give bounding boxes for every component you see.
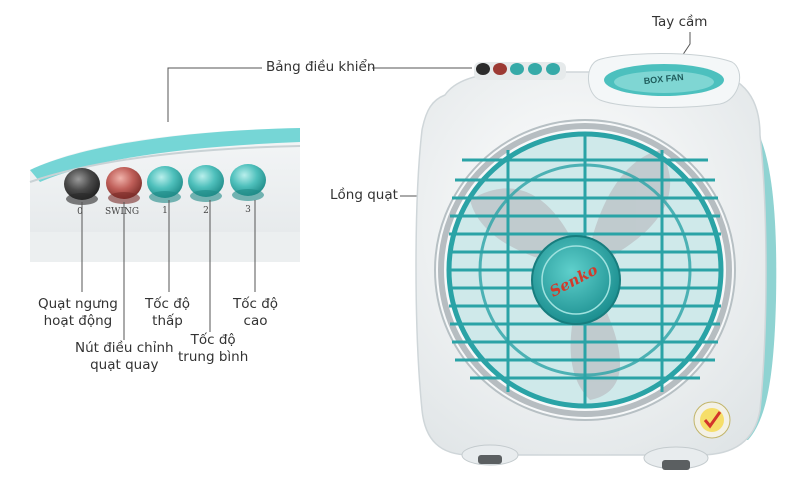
control-panel-closeup: 0 SWING 1 2 3 — [29, 128, 301, 262]
fan-cage-label: Lồng quạt — [330, 187, 398, 203]
speed-2-button — [188, 165, 224, 202]
quality-seal-icon — [693, 401, 731, 439]
mark-0: 0 — [77, 207, 83, 217]
speed-1-button — [147, 166, 183, 203]
box-fan: BOX FAN — [415, 53, 777, 470]
model-label: BOX FAN — [643, 72, 684, 86]
mark-1: 1 — [162, 206, 168, 216]
stop-button — [64, 168, 100, 205]
mark-swing: SWING — [105, 207, 139, 217]
leader-lines-left — [81, 32, 691, 340]
leader-control-panel-left — [167, 67, 262, 122]
fan-hub: Senko — [531, 235, 621, 325]
mark-3: 3 — [245, 205, 251, 215]
mark-2: 2 — [203, 206, 209, 216]
control-panel-label: Bảng điều khiển — [266, 59, 376, 75]
speed-3-button — [230, 164, 266, 201]
swing-button — [106, 167, 142, 204]
handle: BOX FAN — [588, 53, 741, 108]
fan-top-buttons — [474, 62, 566, 80]
fan-grille — [446, 131, 724, 409]
handle-label: Tay cầm — [652, 14, 708, 30]
